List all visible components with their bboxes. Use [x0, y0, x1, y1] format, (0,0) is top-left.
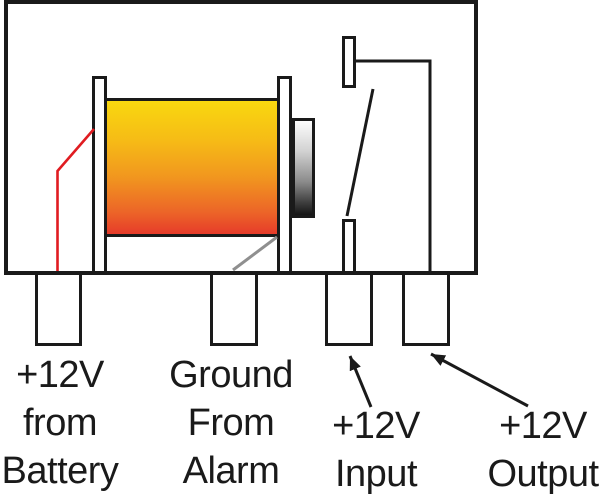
- label-ground-line1: Ground: [169, 354, 293, 396]
- label-output: +12V Output: [463, 402, 600, 495]
- coil-right-flange: [277, 76, 292, 271]
- pin-output: [402, 275, 450, 346]
- pin-input: [325, 275, 373, 346]
- output-pointer-arrow: [430, 352, 529, 408]
- label-input: +12V Input: [296, 402, 456, 495]
- input-contact-terminal: [342, 219, 356, 271]
- label-output-line2: Output: [487, 453, 599, 495]
- label-input-line2: Input: [334, 453, 418, 495]
- label-battery-line2: from: [23, 402, 98, 444]
- label-output-line1: +12V: [499, 405, 587, 447]
- pin-battery: [35, 275, 82, 346]
- label-ground: Ground From Alarm: [151, 351, 311, 495]
- relay-armature: [292, 118, 315, 218]
- pin-ground: [210, 275, 258, 346]
- coil-left-flange: [92, 76, 107, 271]
- label-input-line1: +12V: [332, 405, 420, 447]
- label-ground-line2: From: [187, 402, 275, 444]
- label-ground-line3: Alarm: [182, 450, 280, 492]
- label-battery: +12V from Battery: [0, 351, 140, 495]
- label-battery-line1: +12V: [16, 354, 104, 396]
- relay-coil: [105, 98, 279, 237]
- label-battery-line3: Battery: [1, 450, 119, 492]
- output-contact-terminal: [342, 36, 356, 88]
- input-pointer-arrow: [348, 355, 373, 408]
